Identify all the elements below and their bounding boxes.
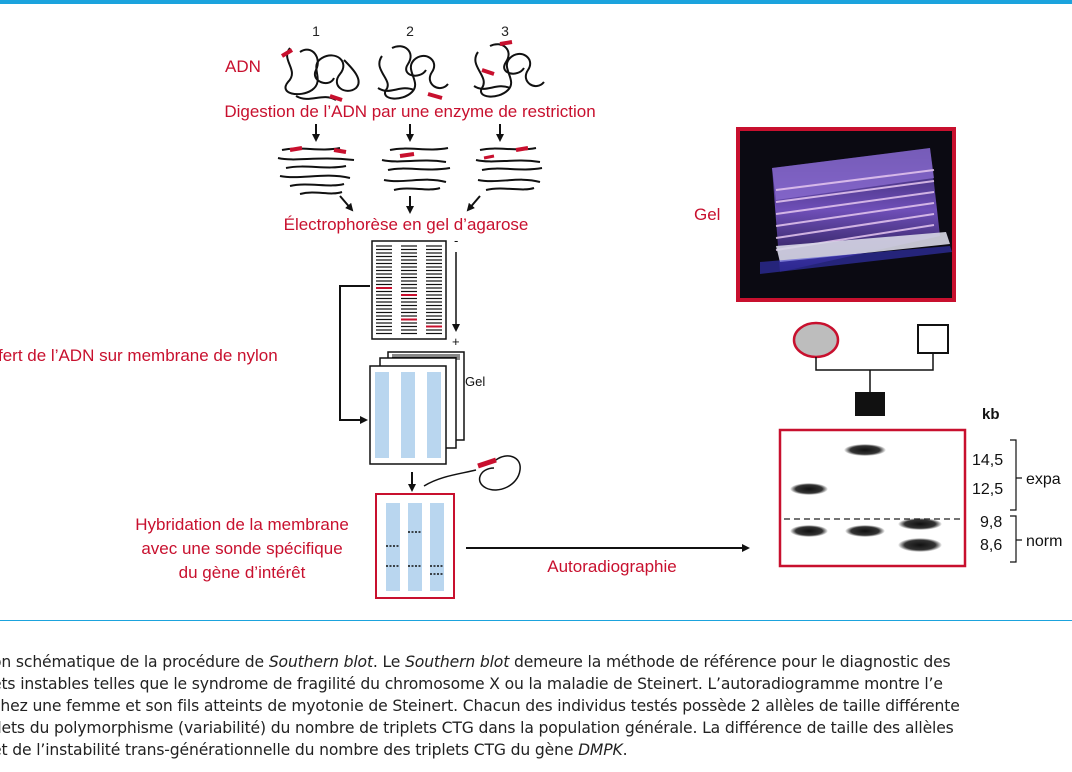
probe-pointer [423,469,477,487]
caption-line: flets du polymorphisme (variabilité) du … [0,719,954,737]
membrane-lane [430,503,444,591]
pedigree-father-unaffected [917,324,949,354]
membrane-lane [386,503,400,591]
caption-text: on schématique de la procédure de [0,653,269,671]
caption-italic: DMPK [578,741,623,759]
transfert-label: fert de l’ADN sur membrane de nylon [0,346,278,365]
dna-fragments-3 [475,146,543,191]
pedigree-mother-affected [792,321,840,359]
gel-photo [740,131,952,298]
membrane-lane [375,372,389,458]
lane-number-2: 2 [406,23,414,39]
probe-marker [477,457,497,469]
autoradiographie-label: Autoradiographie [547,557,676,576]
transfer-arrow [339,285,370,424]
lane-number-1: 1 [312,23,320,39]
caption-line: on schématique de la procédure de Southe… [0,651,1072,673]
caption-text: et de l’instabilité trans-générationnell… [0,741,579,759]
hybridation-label-line1: Hybridation de la membrane [135,515,349,534]
electrophorese-label: Électrophorèse en gel d’agarose [284,215,529,234]
southern-blot-diagram: 1 2 3 ADN Digestion de l’ADN par une enz… [0,23,1062,599]
membrane-lane [427,372,441,458]
dna-tangle-1 [280,47,360,102]
caption-text: . Le [372,653,406,671]
arrow-down [466,195,481,212]
gel-plus-sign: + [452,334,460,349]
arrow-down [339,195,354,212]
dna-fragments-2 [381,147,451,191]
caption-italic: Southern blot [268,653,373,671]
size-12-5: 12,5 [972,481,1003,498]
gel-band-lines [376,245,442,335]
caption-text: . [622,741,628,759]
photo-lane-glow [775,191,935,215]
caption-line: chez une femme et son fils atteints de m… [0,697,960,715]
photo-lane-glow [775,202,935,227]
photo-lane-glow [775,213,935,239]
caption-italic: Southern blot [405,653,510,671]
photo-lane-glow [775,169,935,191]
dna-tangle-2 [377,45,449,100]
pedigree-couple-line [815,353,934,371]
autoradiogram-bands [790,444,942,552]
normal-bracket [1010,515,1022,563]
pedigree-son-affected [855,392,885,416]
caption-line: ets instables telles que le syndrome de … [0,675,943,693]
size-8-6: 8,6 [980,537,1002,554]
top-rule [0,0,1072,4]
figure-caption: on schématique de la procédure de Southe… [0,651,1072,761]
size-14-5: 14,5 [972,452,1003,469]
kb-label: kb [982,406,1000,423]
probe-loop [478,455,521,491]
caption-line: et de l’instabilité trans-générationnell… [0,739,1072,761]
expanded-bracket [1010,439,1022,511]
hybridation-label-line3: du gène d’intérêt [179,563,306,582]
membrane-lane [408,503,422,591]
caption-divider [0,620,1072,621]
hybridation-label-line2: avec une sonde spécifique [141,539,342,558]
dna-tangle-3 [473,40,545,98]
size-9-8: 9,8 [980,514,1002,531]
membrane-lane [401,372,415,458]
agarose-gel [371,240,447,340]
gel-minus-sign: - [454,233,458,248]
adn-label: ADN [225,57,261,76]
gel-stack-label: Gel [465,374,485,389]
caption-text: demeure la méthode de référence pour le … [509,653,951,671]
normal-label: norm [1026,533,1062,550]
photo-lane-glow [775,180,935,203]
hybridised-bands [386,531,444,575]
expanded-label: expa [1026,471,1061,488]
dna-fragments-1 [277,146,355,195]
gel-photo-label: Gel [694,205,720,224]
lane-number-3: 3 [501,23,509,39]
digestion-label: Digestion de l’ADN par une enzyme de res… [224,102,595,121]
